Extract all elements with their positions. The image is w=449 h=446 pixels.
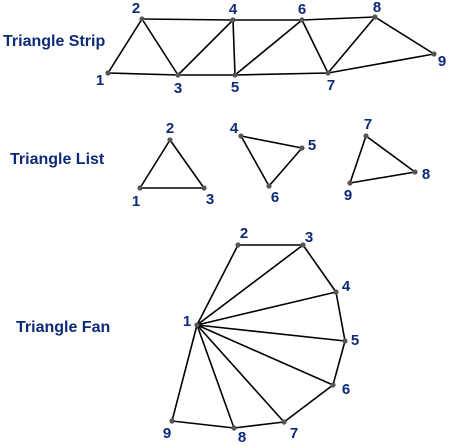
fan-vertex-1 — [194, 322, 200, 328]
list-vertex-label-7: 7 — [364, 116, 372, 133]
strip-edge-2-3 — [141, 18, 179, 76]
strip-vertex-label-8: 8 — [373, 0, 381, 16]
strip-vertex-9 — [431, 51, 437, 57]
strip-edge-6-8 — [301, 16, 376, 21]
strip-vertex-3 — [175, 72, 181, 78]
list-vertex-label-9: 9 — [344, 187, 352, 204]
fan-edge-1-2 — [196, 244, 239, 326]
triangle-fan-diagram: 1 2 3 4 5 6 7 8 9 — [163, 225, 359, 446]
fan-vertex-label-9: 9 — [163, 425, 171, 442]
strip-edge-5-7 — [234, 72, 329, 76]
strip-edge-3-4 — [177, 19, 234, 76]
triangle-strip-diagram: 1 2 3 4 5 6 7 8 9 — [96, 0, 446, 97]
fan-vertex-label-6: 6 — [342, 381, 350, 398]
strip-vertex-label-6: 6 — [298, 1, 306, 18]
strip-vertex-5 — [232, 72, 238, 78]
list-edge-2-3 — [169, 139, 205, 189]
strip-edge-1-3 — [107, 72, 179, 76]
strip-edge-2-4 — [141, 18, 234, 21]
strip-edge-6-7 — [301, 19, 329, 74]
list-vertex-label-8: 8 — [422, 166, 430, 183]
fan-edge-1-7 — [196, 324, 285, 423]
list-vertex-4 — [238, 133, 244, 139]
fan-vertex-7 — [281, 419, 287, 425]
list-vertex-1 — [137, 185, 143, 191]
fan-edge-8-9 — [171, 420, 235, 429]
triangle-list-title: Triangle List — [10, 151, 105, 168]
list-vertex-8 — [412, 169, 418, 175]
list-vertex-3 — [201, 185, 207, 191]
fan-vertex-label-2: 2 — [240, 225, 248, 242]
fan-vertex-label-8: 8 — [238, 429, 246, 446]
strip-edge-8-9 — [374, 16, 435, 55]
fan-vertex-6 — [330, 382, 336, 388]
strip-vertex-label-7: 7 — [327, 77, 335, 94]
fan-vertex-label-4: 4 — [342, 278, 351, 295]
strip-edge-5-6 — [234, 19, 303, 76]
fan-vertex-label-7: 7 — [290, 425, 298, 442]
strip-vertex-label-4: 4 — [229, 1, 238, 18]
strip-vertex-8 — [372, 14, 378, 20]
list-edge-5-6 — [268, 147, 303, 187]
strip-vertex-label-2: 2 — [132, 0, 140, 17]
list-vertex-2 — [167, 137, 173, 143]
fan-edge-7-8 — [233, 421, 285, 429]
fan-edge-1-4 — [196, 291, 337, 326]
fan-vertex-5 — [342, 338, 348, 344]
list-vertex-7 — [363, 133, 369, 139]
strip-edge-7-8 — [327, 16, 376, 74]
list-edge-7-9 — [349, 135, 367, 184]
list-vertex-label-5: 5 — [308, 137, 316, 154]
list-vertex-label-3: 3 — [206, 191, 214, 208]
fan-edge-1-9 — [171, 324, 198, 422]
fan-vertex-4 — [333, 289, 339, 295]
strip-edge-1-2 — [107, 18, 143, 74]
fan-edge-1-5 — [196, 324, 346, 342]
strip-vertex-7 — [325, 70, 331, 76]
strip-vertex-6 — [299, 17, 305, 23]
strip-edge-7-9 — [327, 53, 435, 74]
strip-edge-4-5 — [232, 19, 236, 76]
list-edge-1-2 — [139, 139, 171, 189]
list-edge-4-5 — [240, 135, 303, 149]
triangle-strip-title: Triangle Strip — [3, 33, 106, 50]
strip-vertex-4 — [230, 17, 236, 23]
list-vertex-label-6: 6 — [271, 189, 279, 206]
fan-edge-1-6 — [196, 324, 334, 386]
strip-vertex-1 — [105, 70, 111, 76]
list-edge-8-9 — [349, 171, 416, 184]
triangle-fan-title: Triangle Fan — [16, 319, 111, 336]
list-vertex-label-1: 1 — [132, 193, 140, 210]
list-edge-7-8 — [365, 135, 416, 173]
fan-edge-6-7 — [283, 384, 334, 423]
fan-vertex-2 — [235, 242, 241, 248]
fan-edge-4-5 — [335, 291, 346, 342]
strip-vertex-label-3: 3 — [174, 80, 182, 97]
strip-vertex-label-5: 5 — [231, 79, 239, 96]
strip-vertex-2 — [139, 16, 145, 22]
fan-vertex-label-5: 5 — [351, 332, 359, 349]
fan-vertex-3 — [300, 242, 306, 248]
strip-vertex-label-1: 1 — [96, 72, 104, 89]
fan-edge-1-3 — [196, 244, 304, 326]
fan-vertex-8 — [231, 425, 237, 431]
list-vertex-label-4: 4 — [230, 120, 239, 137]
fan-vertex-label-3: 3 — [305, 229, 313, 246]
fan-edge-1-8 — [196, 324, 235, 429]
fan-vertex-9 — [169, 418, 175, 424]
list-vertex-9 — [347, 180, 353, 186]
list-vertex-5 — [299, 145, 305, 151]
list-edge-4-6 — [240, 135, 270, 187]
fan-edge-5-6 — [332, 340, 346, 386]
list-vertex-6 — [266, 183, 272, 189]
triangle-list-diagram: 1 2 3 4 5 6 7 8 9 — [132, 116, 430, 210]
fan-vertex-label-1: 1 — [183, 313, 191, 330]
fan-edge-3-4 — [302, 244, 337, 293]
list-vertex-label-2: 2 — [166, 120, 174, 137]
strip-vertex-label-9: 9 — [438, 53, 446, 70]
